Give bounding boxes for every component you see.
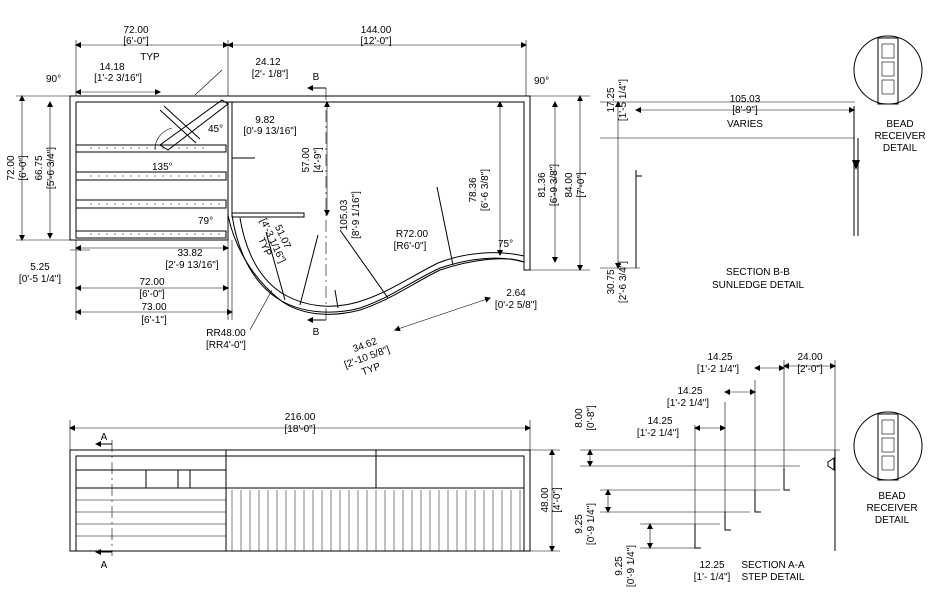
dim-66-75: 66.75 (34, 155, 45, 180)
angle-75: 75° (498, 239, 513, 250)
aa-dim-12-25: 12.25 (699, 560, 724, 571)
aa-dim-9-25-b-ft: [0'-9 1/4"] (626, 545, 637, 587)
dim-216: 216.00 (285, 412, 316, 423)
elevation-right-slats (231, 490, 521, 551)
aa-dim-8: 8.00 (574, 408, 585, 428)
dim-2-64: 2.64 (506, 288, 526, 299)
angle-90-left: 90° (46, 74, 61, 85)
dim-2-64-ft: [0'-2 5/8"] (495, 300, 537, 311)
aa-dim-24-ft: [2'-0"] (797, 364, 823, 375)
aa-dim-14-25-b-ft: [1'-2 1/4"] (667, 398, 709, 409)
aa-dim-14-25-a: 14.25 (707, 352, 732, 363)
aa-dim-9-25-b: 9.25 (614, 556, 625, 576)
dim-5-25: 5.25 (30, 262, 50, 273)
dim-9-82: 9.82 (255, 115, 275, 126)
elevation-labels: 216.00 [18'-0"] 48.00 [4'-0"] A A (101, 412, 563, 571)
curved-steps (231, 186, 525, 313)
section-bb-labels: 105.03 [8'-9"] VARIES 17.25 [1'-5 1/4"] … (606, 79, 926, 303)
dim-84-ft: [7'-0"] (576, 172, 587, 198)
bb-varies: VARIES (727, 119, 763, 130)
dim-14-18-ft: [1'-2 3/16"] (94, 73, 142, 84)
section-a-top: A (101, 432, 108, 443)
dim-57: 57.00 (301, 147, 312, 172)
aa-dim-14-25-a-ft: [1'-2 1/4"] (697, 364, 739, 375)
section-a-bottom: A (101, 560, 108, 571)
section-aa-labels: 14.25 [1'-2 1/4"] 14.25 [1'-2 1/4"] 14.2… (574, 352, 918, 587)
angle-135: 135° (152, 162, 173, 173)
aa-dim-12-25-ft: [1'- 1/4"] (694, 572, 731, 583)
dim-72-left-ft: [6'-0"] (18, 155, 29, 181)
elevation-view (69, 420, 560, 556)
bb-dim-105: 105.03 (730, 94, 761, 105)
dim-72-left: 72.00 (6, 155, 17, 180)
dim-78-36: 78.36 (468, 177, 479, 202)
dim-9-82-ft: [0'-9 13/16"] (243, 126, 296, 137)
aa-dim-14-25-c-ft: [1'-2 1/4"] (637, 428, 679, 439)
bb-detail-1: BEAD (886, 119, 913, 130)
dim-24-12: 24.12 (255, 57, 280, 68)
radius-72-ft: [R6'-0"] (394, 241, 427, 252)
angle-90-right: 90° (534, 76, 549, 87)
radius-rr48-ft: [RR4'-0"] (206, 340, 246, 351)
section-bb (600, 35, 923, 269)
bb-detail-3: DETAIL (883, 143, 918, 154)
dim-81-36-ft: [6'-9 3/8"] (549, 164, 560, 206)
aa-dim-9-25-a-ft: [0'-9 1/4"] (586, 503, 597, 545)
dim-48: 48.00 (540, 487, 551, 512)
dim-33-82: 33.82 (177, 248, 202, 259)
radius-72: R72.00 (396, 229, 429, 240)
aa-detail-2: RECEIVER (866, 503, 917, 514)
section-aa (580, 360, 923, 551)
bb-title: SECTION B-B (726, 267, 790, 278)
dim-78-36-ft: [6'-6 3/8"] (480, 169, 491, 211)
aa-dim-8-ft: [0'-8"] (586, 405, 597, 431)
typ-label: TYP (140, 52, 160, 63)
dim-72-top-ft: [6'-0"] (123, 36, 149, 47)
plan-view (16, 40, 590, 332)
angle-79: 79° (198, 216, 213, 227)
dim-33-82-ft: [2'-9 13/16"] (165, 260, 218, 271)
bb-dim-105-ft: [8'-9"] (732, 105, 758, 116)
radius-rr48: RR48.00 (206, 328, 246, 339)
bb-dim-30-75: 30.75 (606, 269, 617, 294)
dim-216-ft: [18'-0"] (284, 424, 315, 435)
dim-81-36: 81.36 (537, 172, 548, 197)
bb-subtitle: SUNLEDGE DETAIL (712, 280, 804, 291)
aa-dim-9-25-a: 9.25 (574, 514, 585, 534)
dim-144: 144.00 (361, 25, 392, 36)
dim-84: 84.00 (564, 172, 575, 197)
aa-dim-24: 24.00 (797, 352, 822, 363)
aa-subtitle: STEP DETAIL (742, 572, 805, 583)
section-b-bottom: B (313, 327, 320, 338)
aa-detail-1: BEAD (878, 491, 905, 502)
angle-45: 45° (208, 124, 223, 135)
dim-72-top: 72.00 (123, 25, 148, 36)
dim-24-12-ft: [2'- 1/8"] (252, 69, 289, 80)
aa-dim-14-25-b: 14.25 (677, 386, 702, 397)
dim-72-bot-ft: [6'-0"] (139, 289, 165, 300)
dim-73-ft: [6'-1"] (141, 315, 167, 326)
bb-dim-17-25-ft: [1'-5 1/4"] (618, 79, 629, 121)
dim-14-18: 14.18 (99, 62, 124, 73)
dim-48-ft: [4'-0"] (552, 487, 563, 513)
aa-title: SECTION A-A (741, 560, 805, 571)
bb-dim-30-75-ft: [2'-6 3/4"] (618, 261, 629, 303)
section-b-top: B (313, 72, 320, 83)
dim-5-25-ft: [0'-5 1/4"] (19, 274, 61, 285)
dim-72-bot: 72.00 (139, 277, 164, 288)
elevation-left-slats (76, 499, 226, 537)
aa-dim-14-25-c: 14.25 (647, 416, 672, 427)
dim-57-ft: [4'-9"] (313, 147, 324, 173)
dim-144-ft: [12'-0"] (360, 36, 391, 47)
dim-105-03: 105.03 (339, 199, 350, 230)
dim-73: 73.00 (141, 302, 166, 313)
dim-105-03-ft: [8'-9 1/16"] (351, 191, 362, 239)
bb-dim-17-25: 17.25 (606, 87, 617, 112)
left-wing-steps (75, 144, 227, 239)
dim-66-75-ft: [5'-6 3/4"] (46, 147, 57, 189)
aa-detail-3: DETAIL (875, 515, 910, 526)
bb-detail-2: RECEIVER (874, 131, 925, 142)
